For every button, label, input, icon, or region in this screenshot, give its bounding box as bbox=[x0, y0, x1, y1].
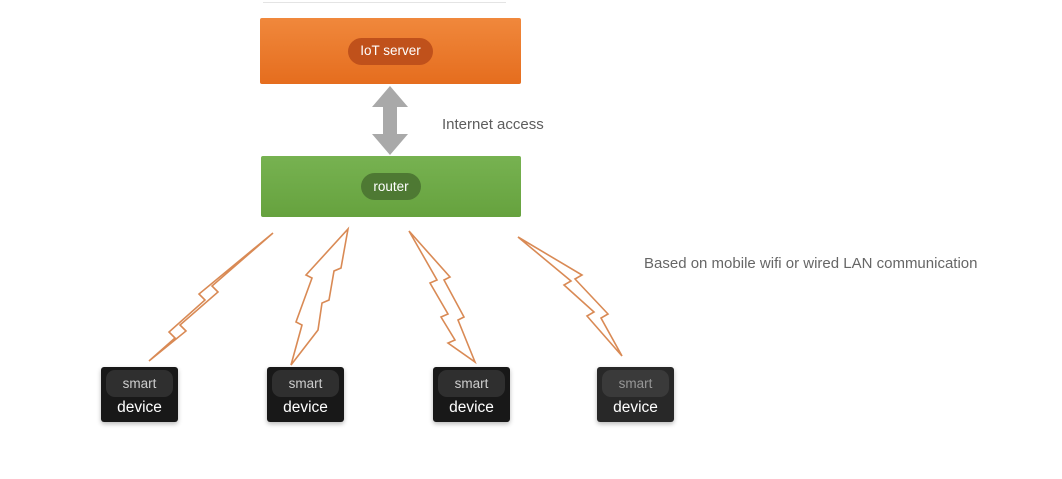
smart-device-box: smart device bbox=[433, 367, 510, 422]
lightning-bolt-icon bbox=[148, 232, 274, 362]
lightning-bolt-icon bbox=[408, 230, 477, 365]
lightning-bolt-icon bbox=[517, 236, 623, 357]
bidirectional-arrow-icon bbox=[372, 86, 408, 155]
smart-device-name-label: device bbox=[449, 399, 494, 416]
faint-artifact-line bbox=[263, 2, 506, 3]
smart-device-type-label: smart bbox=[438, 370, 505, 397]
router-box: router bbox=[261, 156, 521, 217]
smart-device-type-label: smart bbox=[106, 370, 173, 397]
lan-communication-note: Based on mobile wifi or wired LAN commun… bbox=[644, 255, 978, 272]
smart-device-type-label: smart bbox=[272, 370, 339, 397]
iot-server-label: IoT server bbox=[348, 37, 433, 65]
smart-device-box: smart device bbox=[597, 367, 674, 422]
iot-server-box: IoT server bbox=[260, 18, 521, 84]
smart-device-type-label: smart bbox=[602, 370, 669, 397]
lightning-bolt-icon bbox=[290, 226, 350, 366]
smart-device-name-label: device bbox=[613, 399, 658, 416]
smart-device-name-label: device bbox=[283, 399, 328, 416]
internet-access-label: Internet access bbox=[442, 116, 544, 133]
smart-device-box: smart device bbox=[267, 367, 344, 422]
smart-device-box: smart device bbox=[101, 367, 178, 422]
smart-device-name-label: device bbox=[117, 399, 162, 416]
router-label: router bbox=[361, 173, 421, 200]
